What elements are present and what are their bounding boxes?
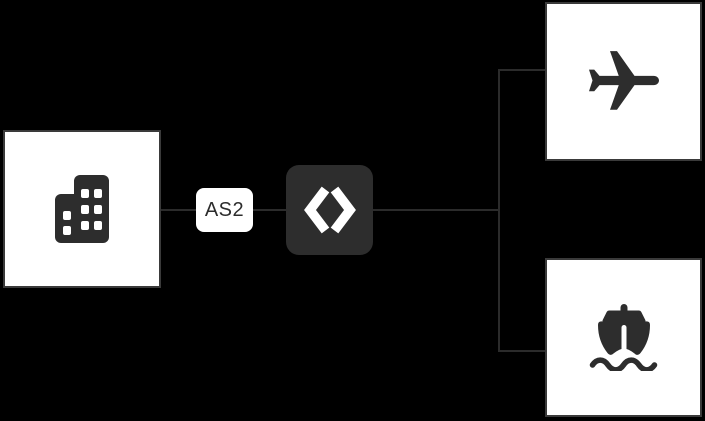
airplane-icon: [588, 50, 659, 110]
connector-partner-to-as2: [161, 209, 196, 211]
connector-branch-vertical: [498, 69, 500, 352]
partner-node[interactable]: [3, 130, 161, 288]
as2-protocol-label: AS2: [204, 198, 245, 221]
connector-hub-to-branch: [373, 209, 500, 211]
air-transport-node[interactable]: [545, 2, 702, 161]
building-icon: [55, 175, 109, 243]
ocean-transport-node[interactable]: [545, 258, 702, 417]
connector-as2-to-hub: [253, 209, 286, 211]
ship-icon: [589, 304, 657, 371]
as2-protocol-badge[interactable]: AS2: [196, 188, 253, 232]
hub-node[interactable]: [286, 165, 373, 255]
connector-branch-to-ocean: [498, 350, 545, 352]
connector-branch-to-air: [498, 69, 545, 71]
bracket-diamond-icon: [303, 186, 356, 234]
